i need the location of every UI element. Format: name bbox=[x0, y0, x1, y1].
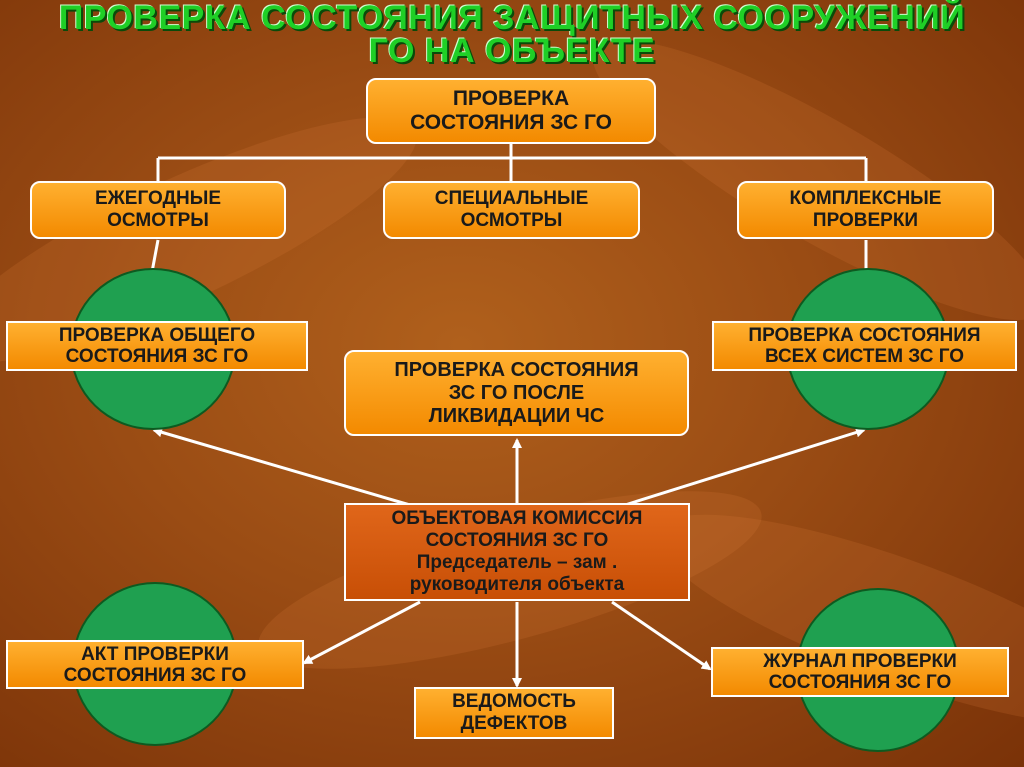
node-all-systems: ПРОВЕРКА СОСТОЯНИЯ ВСЕХ СИСТЕМ ЗС ГО bbox=[712, 321, 1017, 371]
node-defects-line1: ВЕДОМОСТЬ bbox=[452, 691, 576, 712]
node-after-emergency-line1: ПРОВЕРКА СОСТОЯНИЯ bbox=[394, 358, 639, 381]
node-special-line2: ОСМОТРЫ bbox=[460, 210, 563, 231]
node-all-systems-line2: ВСЕХ СИСТЕМ ЗС ГО bbox=[764, 346, 965, 367]
node-after-emergency: ПРОВЕРКА СОСТОЯНИЯ ЗС ГО ПОСЛЕ ЛИКВИДАЦИ… bbox=[344, 350, 689, 436]
node-commission-line2: СОСТОЯНИЯ ЗС ГО bbox=[425, 530, 609, 551]
arrow-to-act bbox=[302, 600, 421, 665]
node-complex: КОМПЛЕКСНЫЕ ПРОВЕРКИ bbox=[737, 181, 994, 239]
node-root-line1: ПРОВЕРКА bbox=[452, 87, 570, 110]
node-act-line2: СОСТОЯНИЯ ЗС ГО bbox=[63, 664, 247, 686]
node-general-check: ПРОВЕРКА ОБЩЕГО СОСТОЯНИЯ ЗС ГО bbox=[6, 321, 308, 371]
node-complex-line2: ПРОВЕРКИ bbox=[812, 210, 919, 231]
node-root-line2: СОСТОЯНИЯ ЗС ГО bbox=[410, 111, 612, 134]
node-annual-line2: ОСМОТРЫ bbox=[107, 210, 209, 231]
node-journal-line1: ЖУРНАЛ ПРОВЕРКИ bbox=[763, 651, 957, 672]
node-act-line1: АКТ ПРОВЕРКИ bbox=[81, 643, 229, 665]
node-defects-line2: ДЕФЕКТОВ bbox=[460, 713, 568, 734]
connector-annual-circle bbox=[150, 239, 160, 273]
node-defects: ВЕДОМОСТЬ ДЕФЕКТОВ bbox=[414, 687, 614, 739]
node-general-check-line2: СОСТОЯНИЯ ЗС ГО bbox=[65, 346, 249, 367]
slide-title: ПРОВЕРКА СОСТОЯНИЯ ЗАЩИТНЫХ СООРУЖЕНИЙ Г… bbox=[0, 0, 1024, 70]
node-annual: ЕЖЕГОДНЫЕ ОСМОТРЫ bbox=[30, 181, 286, 239]
node-commission-line4: руководителя объекта bbox=[409, 574, 625, 595]
node-journal: ЖУРНАЛ ПРОВЕРКИ СОСТОЯНИЯ ЗС ГО bbox=[711, 647, 1009, 697]
node-commission-line1: ОБЪЕКТОВАЯ КОМИССИЯ bbox=[391, 508, 643, 529]
node-journal-line2: СОСТОЯНИЯ ЗС ГО bbox=[768, 672, 952, 693]
node-special-line1: СПЕЦИАЛЬНЫЕ bbox=[434, 188, 589, 209]
node-root: ПРОВЕРКА СОСТОЯНИЯ ЗС ГО bbox=[366, 78, 656, 144]
node-commission-line3: Председатель – зам . bbox=[416, 552, 618, 573]
node-all-systems-line1: ПРОВЕРКА СОСТОЯНИЯ bbox=[748, 325, 981, 346]
arrow-to-all-systems bbox=[624, 427, 866, 507]
node-act: АКТ ПРОВЕРКИ СОСТОЯНИЯ ЗС ГО bbox=[6, 640, 304, 689]
node-commission: ОБЪЕКТОВАЯ КОМИССИЯ СОСТОЯНИЯ ЗС ГО Пред… bbox=[344, 503, 690, 601]
arrow-to-general-check bbox=[152, 427, 411, 507]
node-special: СПЕЦИАЛЬНЫЕ ОСМОТРЫ bbox=[383, 181, 640, 239]
node-complex-line1: КОМПЛЕКСНЫЕ bbox=[789, 188, 942, 209]
slide-title-line2: ГО НА ОБЪЕКТЕ bbox=[368, 32, 656, 70]
arrow-to-journal bbox=[611, 600, 712, 671]
slide-title-line1: ПРОВЕРКА СОСТОЯНИЯ ЗАЩИТНЫХ СООРУЖЕНИЙ bbox=[58, 0, 966, 37]
node-after-emergency-line2: ЗС ГО ПОСЛЕ bbox=[448, 381, 585, 404]
node-annual-line1: ЕЖЕГОДНЫЕ bbox=[94, 188, 222, 209]
node-general-check-line1: ПРОВЕРКА ОБЩЕГО bbox=[58, 325, 256, 346]
node-after-emergency-line3: ЛИКВИДАЦИИ ЧС bbox=[428, 404, 605, 427]
